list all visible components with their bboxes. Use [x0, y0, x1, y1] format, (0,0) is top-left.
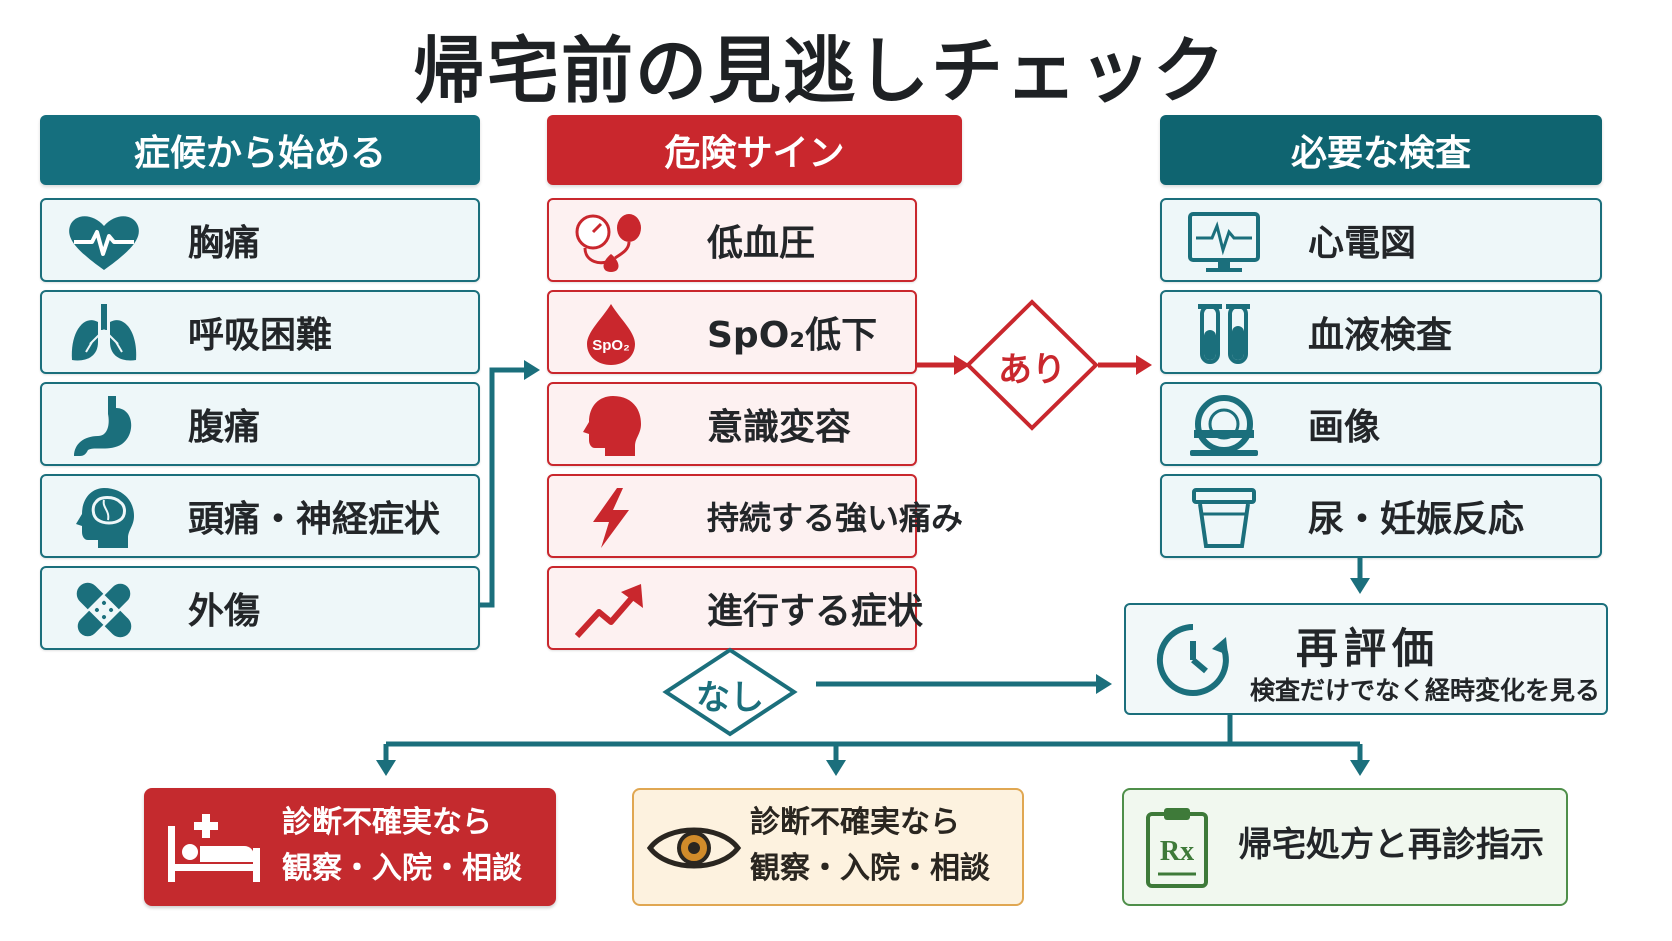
lungs-icon [64, 302, 144, 366]
eye-icon [646, 820, 742, 880]
danger-label: SpO₂低下 [707, 315, 878, 356]
outcome-text: 診断不確実なら 観察・入院・相談 [750, 805, 990, 886]
symptom-abdominal-pain: 腹痛 [40, 382, 480, 466]
symptom-label: 外傷 [188, 591, 261, 632]
outcome-text: 診断不確実なら 観察・入院・相談 [282, 805, 522, 886]
test-tubes-icon [1184, 302, 1264, 366]
outcome-discharge: Rx 帰宅処方と再診指示 [1122, 788, 1568, 906]
symptom-dyspnea: 呼吸困難 [40, 290, 480, 374]
specimen-cup-icon [1184, 486, 1264, 550]
danger-hypotension: 低血圧 [547, 198, 917, 282]
outcome-observe-admit: 診断不確実なら 観察・入院・相談 [144, 788, 556, 906]
test-imaging: 画像 [1160, 382, 1602, 466]
symptoms-header: 症候から始める [40, 115, 480, 185]
lightning-icon [571, 486, 651, 550]
danger-persistent-pain: 持続する強い痛み [547, 474, 963, 558]
yes-decision-label: あり [998, 350, 1066, 390]
no-decision-diamond [662, 647, 798, 737]
test-label: 尿・妊娠反応 [1308, 499, 1525, 540]
reevaluate-box: 再評価 検査だけでなく経時変化を見る [1124, 603, 1608, 715]
head-silhouette-icon [571, 394, 651, 458]
test-label: 画像 [1308, 407, 1381, 448]
test-label: 心電図 [1308, 223, 1417, 264]
heart-pulse-icon [64, 210, 144, 274]
ecg-monitor-icon [1184, 210, 1264, 274]
prescription-icon: Rx [1144, 804, 1210, 894]
head-brain-icon [64, 486, 144, 550]
blood-pressure-icon [571, 210, 651, 274]
outcome-text: 帰宅処方と再診指示 [1238, 825, 1544, 865]
trend-up-arrow-icon [571, 578, 651, 642]
symptom-label: 頭痛・神経症状 [188, 499, 441, 540]
symptom-chest-pain: 胸痛 [40, 198, 480, 282]
test-urine-pregnancy: 尿・妊娠反応 [1160, 474, 1602, 558]
hospital-bed-icon [164, 812, 264, 888]
outcome-observe-consult: 診断不確実なら 観察・入院・相談 [632, 788, 1024, 906]
no-decision-label: なし [696, 678, 764, 718]
symptom-label: 胸痛 [188, 223, 261, 264]
ct-scanner-icon [1184, 394, 1264, 458]
reevaluate-title: 再評価 [1296, 624, 1441, 673]
danger-label: 持続する強い痛み [707, 499, 964, 537]
test-label: 血液検査 [1308, 315, 1453, 356]
blood-drop-spo2-icon: SpO₂ [571, 302, 651, 366]
page-title: 帰宅前の見逃しチェック [412, 29, 1227, 113]
symptom-headache-neuro: 頭痛・神経症状 [40, 474, 480, 558]
required-tests-header: 必要な検査 [1160, 115, 1602, 185]
danger-spo2-drop: SpO₂ SpO₂低下 [547, 290, 917, 374]
danger-label: 進行する症状 [707, 591, 924, 632]
danger-label: 低血圧 [707, 223, 816, 264]
danger-altered-consciousness: 意識変容 [547, 382, 917, 466]
yes-decision-diamond [965, 299, 1099, 431]
bandage-icon [64, 578, 144, 642]
stomach-icon [64, 394, 144, 458]
symptoms-to-danger-arrow [480, 367, 530, 608]
symptom-label: 腹痛 [188, 407, 261, 448]
clock-icon [1154, 621, 1232, 703]
spo2-icon-text: SpO₂ [592, 337, 630, 354]
test-blood: 血液検査 [1160, 290, 1602, 374]
reevaluate-subtitle: 検査だけでなく経時変化を見る [1250, 676, 1601, 705]
danger-label: 意識変容 [707, 407, 852, 448]
danger-signs-header: 危険サイン [547, 115, 962, 185]
test-ecg: 心電図 [1160, 198, 1602, 282]
rx-icon-text: Rx [1160, 836, 1194, 867]
symptom-trauma: 外傷 [40, 566, 480, 650]
symptom-label: 呼吸困難 [188, 315, 333, 356]
danger-progressive-symptoms: 進行する症状 [547, 566, 923, 650]
